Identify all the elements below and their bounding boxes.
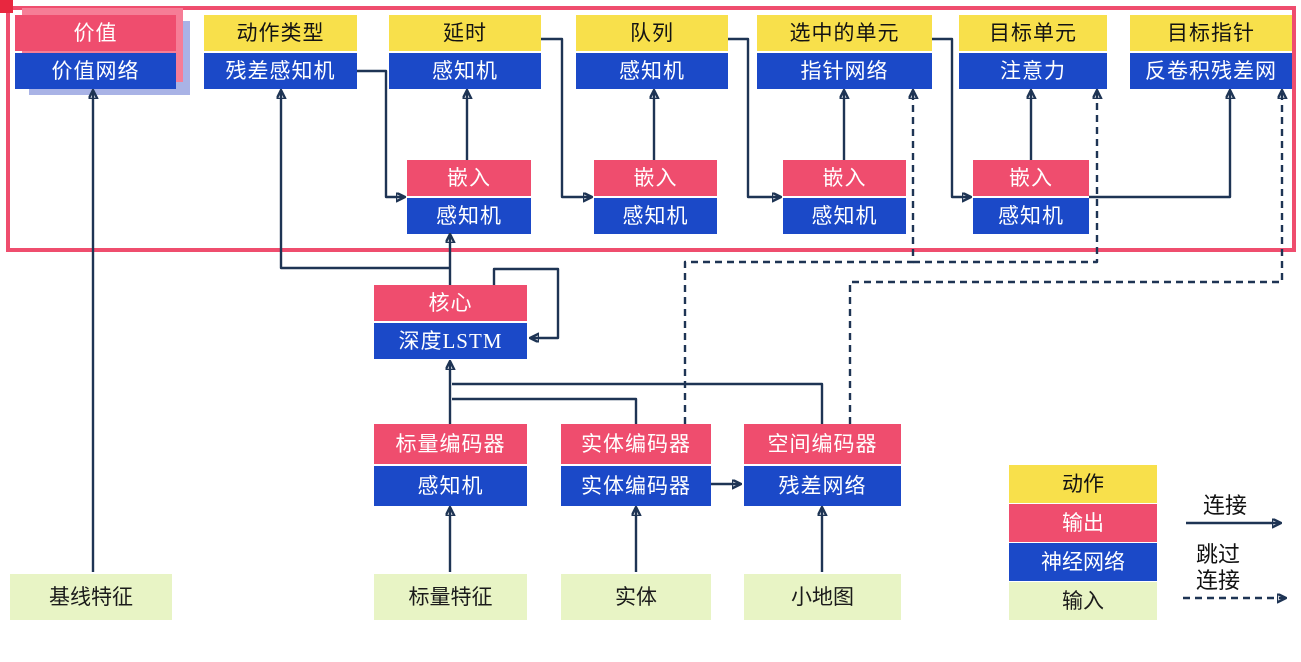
input-entities: 实体: [561, 574, 711, 620]
outputs-boundary-box: [6, 6, 1296, 252]
head-selected-units-action-label: 选中的单元: [757, 15, 932, 51]
core-network-label: 深度LSTM: [374, 323, 527, 359]
legend-connection-label: 连接: [1203, 493, 1248, 518]
embedding-3: 嵌入 感知机: [783, 160, 906, 234]
embedding-2: 嵌入 感知机: [594, 160, 717, 234]
head-target-unit-action-label: 目标单元: [959, 15, 1107, 51]
corner-marker: [0, 0, 13, 13]
embedding-4: 嵌入 感知机: [973, 160, 1089, 234]
head-value-action-label: 价值: [15, 15, 176, 51]
head-delay-network-label: 感知机: [389, 53, 541, 89]
head-target-unit: 目标单元 注意力: [959, 15, 1107, 89]
encoder-spatial-network-label: 残差网络: [744, 466, 901, 506]
embedding-1-label: 嵌入: [407, 160, 531, 196]
head-target-unit-network-label: 注意力: [959, 53, 1107, 89]
legend-skip-label-line1: 跳过: [1196, 542, 1241, 567]
head-delay: 延时 感知机: [389, 15, 541, 89]
head-action-type-action-label: 动作类型: [204, 15, 357, 51]
legend-output-swatch: 输出: [1009, 504, 1157, 542]
head-target-pointer-action-label: 目标指针: [1130, 15, 1292, 51]
head-action-type: 动作类型 残差感知机: [204, 15, 357, 89]
head-value: 价值 价值网络: [15, 15, 176, 89]
encoder-scalar: 标量编码器 感知机: [374, 424, 527, 506]
encoder-scalar-label: 标量编码器: [374, 424, 527, 464]
embedding-2-network-label: 感知机: [594, 198, 717, 234]
head-selected-units-network-label: 指针网络: [757, 53, 932, 89]
embedding-3-network-label: 感知机: [783, 198, 906, 234]
embedding-4-network-label: 感知机: [973, 198, 1089, 234]
core-label: 核心: [374, 285, 527, 321]
arrow-entity-encoder-to-core: [452, 397, 638, 424]
input-scalar-features: 标量特征: [374, 574, 527, 620]
input-minimap: 小地图: [744, 574, 901, 620]
encoder-entity-label: 实体编码器: [561, 424, 711, 464]
encoder-entity: 实体编码器 实体编码器: [561, 424, 711, 506]
input-baseline-features: 基线特征: [10, 574, 172, 620]
legend-input-swatch: 输入: [1009, 582, 1157, 620]
head-target-pointer: 目标指针 反卷积残差网: [1130, 15, 1292, 89]
encoder-scalar-network-label: 感知机: [374, 466, 527, 506]
embedding-1: 嵌入 感知机: [407, 160, 531, 234]
encoder-spatial-label: 空间编码器: [744, 424, 901, 464]
encoder-spatial: 空间编码器 残差网络: [744, 424, 901, 506]
head-queue-action-label: 队列: [576, 15, 728, 51]
legend-action-swatch: 动作: [1009, 465, 1157, 503]
head-selected-units: 选中的单元 指针网络: [757, 15, 932, 89]
head-queue-network-label: 感知机: [576, 53, 728, 89]
embedding-3-label: 嵌入: [783, 160, 906, 196]
embedding-1-network-label: 感知机: [407, 198, 531, 234]
head-action-type-network-label: 残差感知机: [204, 53, 357, 89]
arrow-spatial-encoder-to-core: [452, 382, 824, 424]
core-block: 核心 深度LSTM: [374, 285, 527, 359]
head-queue: 队列 感知机: [576, 15, 728, 89]
head-value-network-label: 价值网络: [15, 53, 176, 89]
head-delay-action-label: 延时: [389, 15, 541, 51]
encoder-entity-network-label: 实体编码器: [561, 466, 711, 506]
embedding-2-label: 嵌入: [594, 160, 717, 196]
head-target-pointer-network-label: 反卷积残差网: [1130, 53, 1292, 89]
legend-skip-label-line2: 连接: [1196, 568, 1241, 593]
legend-network-swatch: 神经网络: [1009, 543, 1157, 581]
embedding-4-label: 嵌入: [973, 160, 1089, 196]
